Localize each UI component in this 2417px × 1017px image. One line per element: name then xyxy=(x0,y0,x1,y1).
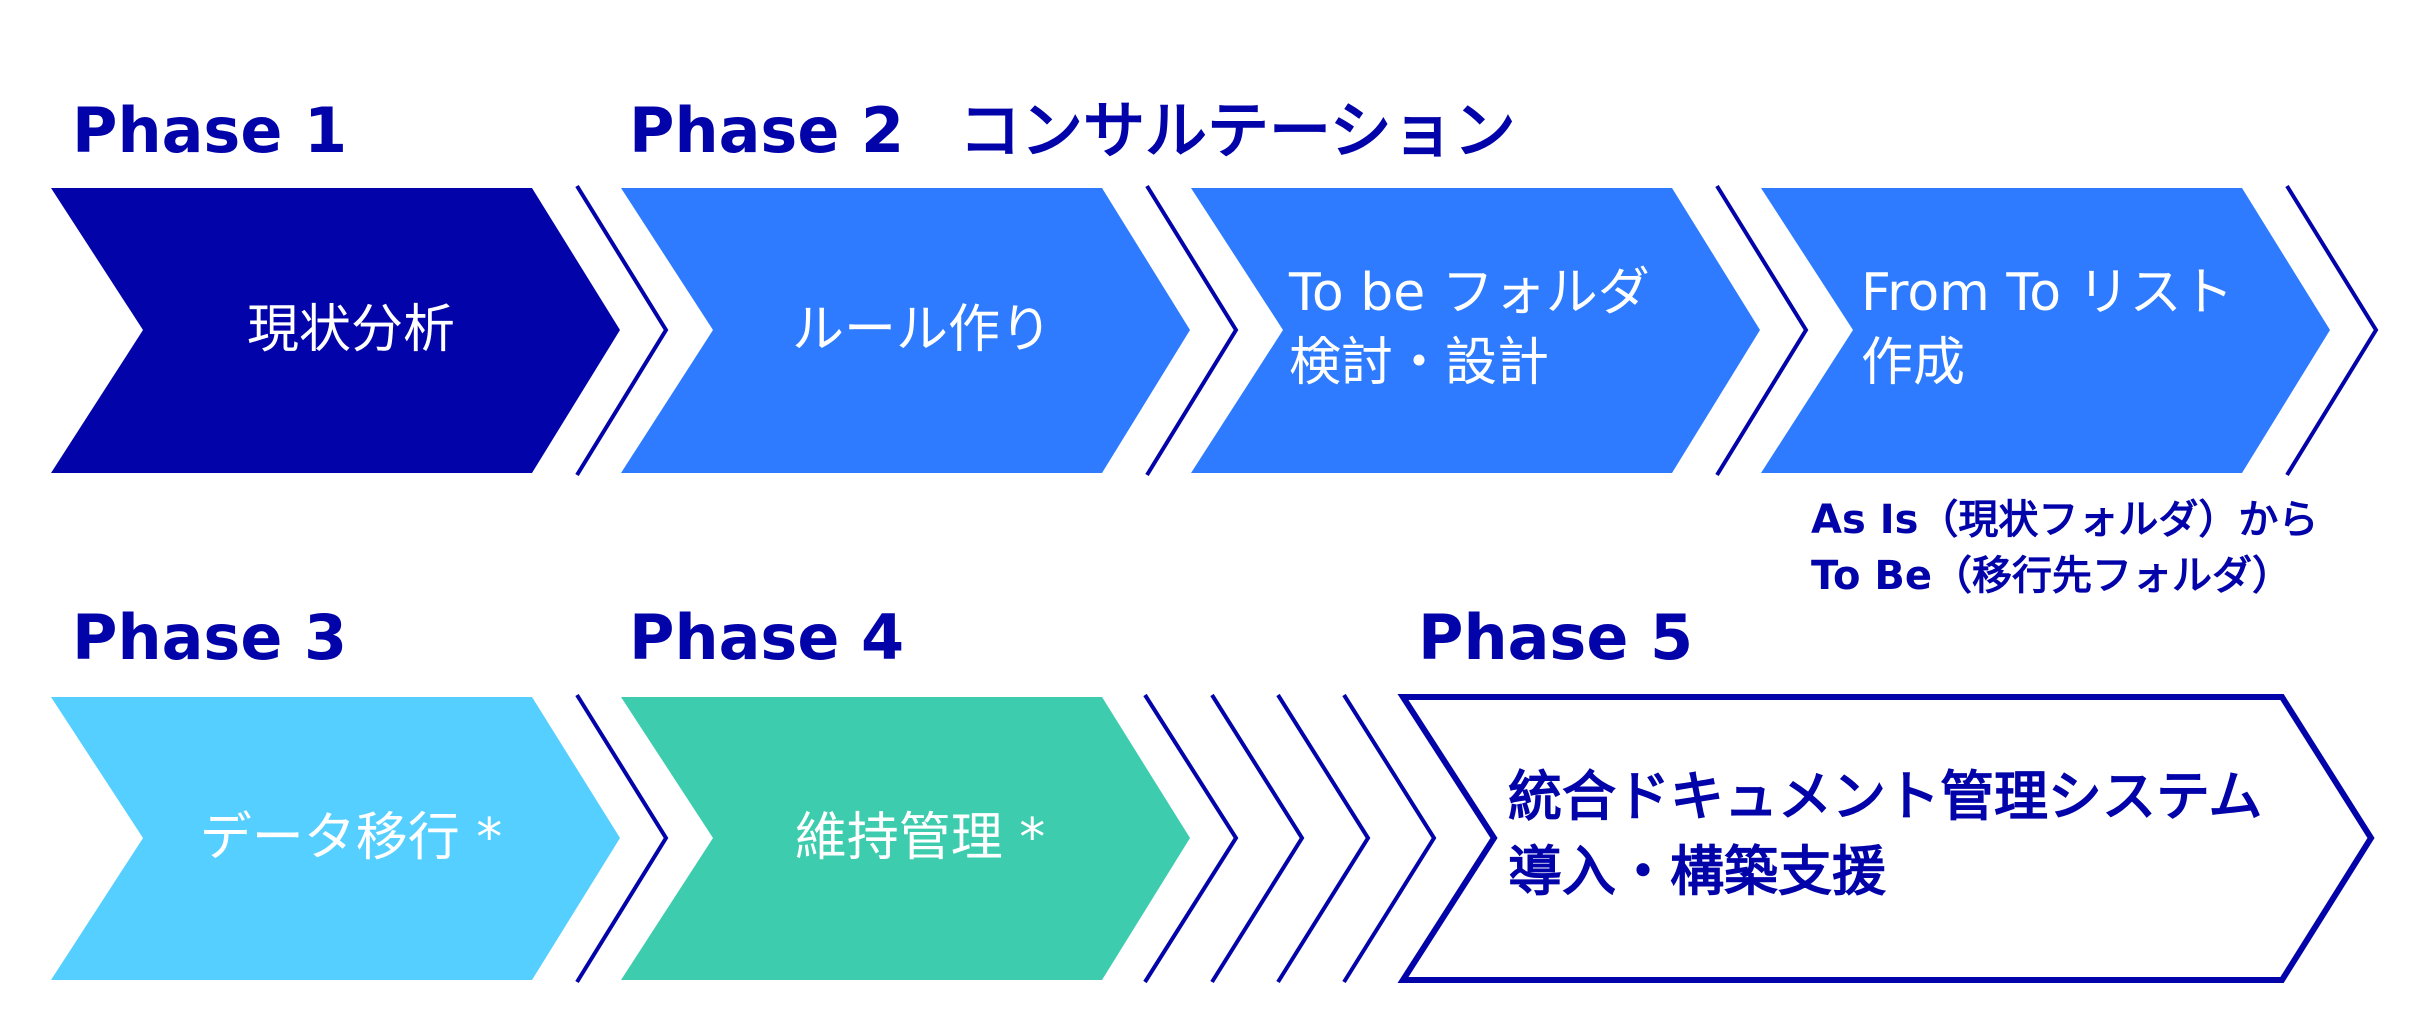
step-line: 導入・構築支援 xyxy=(1508,839,1886,903)
phase4-label: Phase 4 xyxy=(629,601,905,674)
phase2-label: Phase 2 xyxy=(629,94,905,167)
phase2-title: コンサルテーション xyxy=(959,94,1516,167)
step-line: To be フォルダ xyxy=(1289,263,1650,323)
phase1-label: Phase 1 xyxy=(72,94,348,167)
chevron-separator xyxy=(575,184,669,477)
chevron-separator xyxy=(1145,184,1239,477)
step-rule-making: ルール作り xyxy=(791,299,1053,360)
chevron-to-be-folder xyxy=(1191,188,1760,473)
chevron-data-migration xyxy=(51,697,620,980)
step-document-system: 統合ドキュメント管理システム 導入・構築支援 xyxy=(1508,760,2262,909)
note-line: To Be（移行先フォルダ） xyxy=(1811,553,2292,599)
chevron-rules xyxy=(621,188,1190,473)
chevron-separator xyxy=(1143,693,1239,984)
step-to-be-folder: To be フォルダ 検討・設計 xyxy=(1289,258,1650,398)
chevron-separator xyxy=(1342,693,1437,984)
note-line: As Is（現状フォルダ）から xyxy=(1811,497,2319,543)
chevron-separator xyxy=(575,693,669,984)
chevron-separator xyxy=(1210,693,1305,984)
step-data-migration: データ移行 * xyxy=(199,807,503,868)
chevron-separator xyxy=(1715,184,1809,477)
step-maintenance: 維持管理 * xyxy=(794,807,1046,868)
chevron-phase1-analysis xyxy=(51,188,620,473)
chevron-maintenance xyxy=(621,697,1190,980)
phase3-label: Phase 3 xyxy=(72,601,348,674)
chevron-separator xyxy=(1276,693,1371,984)
step-line: 作成 xyxy=(1861,333,1966,394)
step-from-to-list: From To リスト 作成 xyxy=(1861,258,2234,398)
chevron-from-to-list xyxy=(1761,188,2330,473)
step-current-analysis: 現状分析 xyxy=(246,299,456,360)
step-line: From To リスト xyxy=(1861,263,2234,323)
chevron-phase5-outline xyxy=(1397,694,2375,983)
from-to-note: As Is（現状フォルダ）から To Be（移行先フォルダ） xyxy=(1811,492,2318,604)
phase5-label: Phase 5 xyxy=(1418,601,1694,674)
chevron-separator xyxy=(2285,184,2379,477)
step-line: 統合ドキュメント管理システム xyxy=(1508,765,2263,828)
step-line: 検討・設計 xyxy=(1289,333,1550,394)
